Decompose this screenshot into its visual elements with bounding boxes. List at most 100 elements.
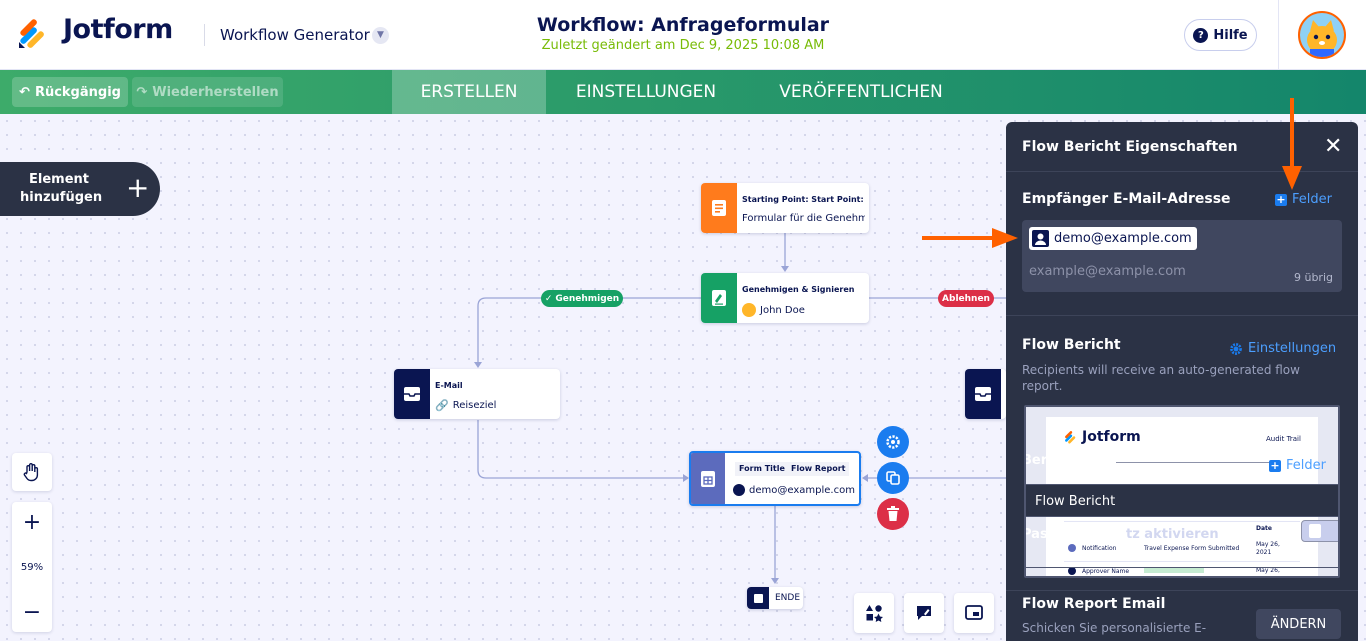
user-circle-icon xyxy=(733,484,745,496)
ghost-toggle[interactable] xyxy=(1301,520,1338,542)
trash-icon xyxy=(887,506,899,521)
email-inbox-icon xyxy=(394,369,430,419)
approval-sign-icon xyxy=(701,273,737,323)
add-element-button[interactable]: Element hinzufügen + xyxy=(0,162,160,216)
zoom-controls: + 59% − xyxy=(12,502,52,632)
redo-icon: ↷ xyxy=(136,84,148,100)
end-node[interactable]: ENDE xyxy=(747,587,803,609)
link-icon: 🔗 xyxy=(435,399,449,412)
node-duplicate-button[interactable] xyxy=(877,462,909,494)
hand-tool-button[interactable] xyxy=(12,453,52,491)
app-switcher-label[interactable]: Workflow Generator xyxy=(220,26,370,44)
preview-date-header: Date xyxy=(1256,525,1272,532)
minimap-tool-button[interactable] xyxy=(954,593,994,633)
ghost-section-title: Bere xyxy=(1024,453,1056,468)
email-node-right[interactable] xyxy=(965,369,1006,419)
page-title[interactable]: Workflow: Anfrageformular xyxy=(536,14,830,36)
zoom-out-button[interactable]: − xyxy=(22,599,42,625)
node-delete-button[interactable] xyxy=(877,498,909,530)
ghost-section-title-2: Pas xyxy=(1024,527,1048,542)
remaining-count: 9 übrig xyxy=(1293,271,1333,284)
shapes-icon xyxy=(866,605,883,622)
flow-report-node[interactable]: Form Title Flow Report demo@example.com xyxy=(689,451,861,506)
header: Jotform Workflow Generator ▼ Workflow: A… xyxy=(0,0,1366,70)
avatar[interactable] xyxy=(1298,11,1346,59)
flow-report-email-title: Flow Report Email xyxy=(1022,596,1166,612)
tab-settings[interactable]: EINSTELLUNGEN xyxy=(575,82,717,102)
recipient-chip[interactable]: demo@example.com xyxy=(1029,227,1197,250)
panel-divider xyxy=(1006,171,1358,172)
shapes-tool-button[interactable] xyxy=(854,593,894,633)
undo-button[interactable]: ↶ Rückgängig xyxy=(12,77,128,107)
chevron-down-icon[interactable]: ▼ xyxy=(372,27,389,44)
preview-rule xyxy=(1064,521,1300,522)
notification-icon xyxy=(1068,544,1076,552)
start-node-subtitle: Formular für die Genehmi... xyxy=(742,213,865,224)
add-fields-link[interactable]: + Felder xyxy=(1275,192,1332,207)
ghost-rule xyxy=(1026,567,1338,568)
preview-progress-bar xyxy=(1144,568,1204,573)
reject-branch-label[interactable]: Ablehnen xyxy=(938,290,994,307)
approval-node-title: Genehmigen & Signieren xyxy=(742,285,855,294)
builder-nav: ↶ Rückgängig ↷ Wiederherstellen ERSTELLE… xyxy=(0,70,1366,114)
gear-icon xyxy=(1230,342,1242,355)
panel-divider xyxy=(1006,315,1358,316)
start-node-title: Starting Point: Start Point: Fi... xyxy=(742,195,865,204)
approval-node-assignee: John Doe xyxy=(742,303,865,317)
hand-icon xyxy=(23,463,39,482)
node-settings-button[interactable] xyxy=(877,426,909,458)
email-inbox-icon xyxy=(965,369,1001,419)
logo-text[interactable]: Jotform xyxy=(63,14,173,45)
redo-button[interactable]: ↷ Wiederherstellen xyxy=(132,77,283,107)
user-avatar-icon xyxy=(742,303,756,317)
stop-icon xyxy=(747,587,769,609)
recipient-email-field[interactable]: demo@example.com example@example.com 9 ü… xyxy=(1022,220,1342,292)
zoom-in-button[interactable]: + xyxy=(22,509,42,535)
comment-icon xyxy=(917,606,931,620)
close-icon[interactable]: ✕ xyxy=(1324,134,1343,159)
email-node[interactable]: E-Mail 🔗 Reiseziel xyxy=(394,369,560,419)
preview-row-name: Notification xyxy=(1082,545,1117,552)
zoom-level: 59% xyxy=(20,561,44,573)
panel-title: Flow Bericht Eigenschaften xyxy=(1022,139,1238,155)
header-divider-right xyxy=(1278,0,1279,70)
form-icon xyxy=(701,183,737,233)
jotform-logo-icon[interactable] xyxy=(18,17,50,49)
header-divider xyxy=(204,24,205,46)
last-modified-text: Zuletzt geändert am Dec 9, 2025 10:08 AM xyxy=(541,38,825,53)
question-icon: ? xyxy=(1193,27,1209,43)
preview-row-date: May 26, 2021 xyxy=(1256,541,1280,556)
tab-build[interactable]: ERSTELLEN xyxy=(392,70,546,114)
approve-branch-label[interactable]: ✓ Genehmigen xyxy=(541,290,623,307)
flow-report-description: Recipients will receive an auto-generate… xyxy=(1022,363,1300,393)
copy-icon xyxy=(886,471,900,485)
jotform-logo-icon xyxy=(1065,431,1076,444)
undo-icon: ↶ xyxy=(19,84,30,100)
preview-logo-text: Jotform xyxy=(1082,429,1141,445)
approval-node[interactable]: Genehmigen & Signieren John Doe xyxy=(701,273,869,323)
help-label: Hilfe xyxy=(1213,27,1248,43)
comment-tool-button[interactable] xyxy=(904,593,944,633)
end-node-label: ENDE xyxy=(775,593,801,603)
plus-square-icon: + xyxy=(1275,192,1287,206)
flow-report-recipient: demo@example.com xyxy=(733,484,855,496)
tab-publish[interactable]: VERÖFFENTLICHEN xyxy=(779,82,943,102)
help-button[interactable]: ? Hilfe xyxy=(1184,19,1257,51)
panel-divider xyxy=(1006,590,1358,591)
report-icon xyxy=(691,453,725,504)
contact-icon xyxy=(1032,230,1049,247)
minimap-icon xyxy=(965,605,983,620)
plus-square-icon: + xyxy=(1269,458,1281,472)
change-button[interactable]: ÄNDERN xyxy=(1256,609,1341,639)
preview-row-date: May 26, xyxy=(1256,567,1280,574)
flow-report-preview[interactable]: Jotform Audit Trail FLOW ACTIVITY HISTOR… xyxy=(1024,405,1340,578)
dropdown-option-flow-report[interactable]: Flow Bericht xyxy=(1026,484,1338,517)
recipient-section-title: Empfänger E-Mail-Adresse xyxy=(1022,191,1231,207)
start-node[interactable]: Starting Point: Start Point: Fi... Formu… xyxy=(701,183,869,233)
preview-rule xyxy=(1064,561,1300,562)
overlay-fields-link[interactable]: + Felder xyxy=(1269,458,1326,473)
add-element-label: Element hinzufügen xyxy=(20,172,103,205)
settings-link[interactable]: Einstellungen xyxy=(1229,341,1336,356)
recipient-placeholder: example@example.com xyxy=(1029,264,1186,279)
